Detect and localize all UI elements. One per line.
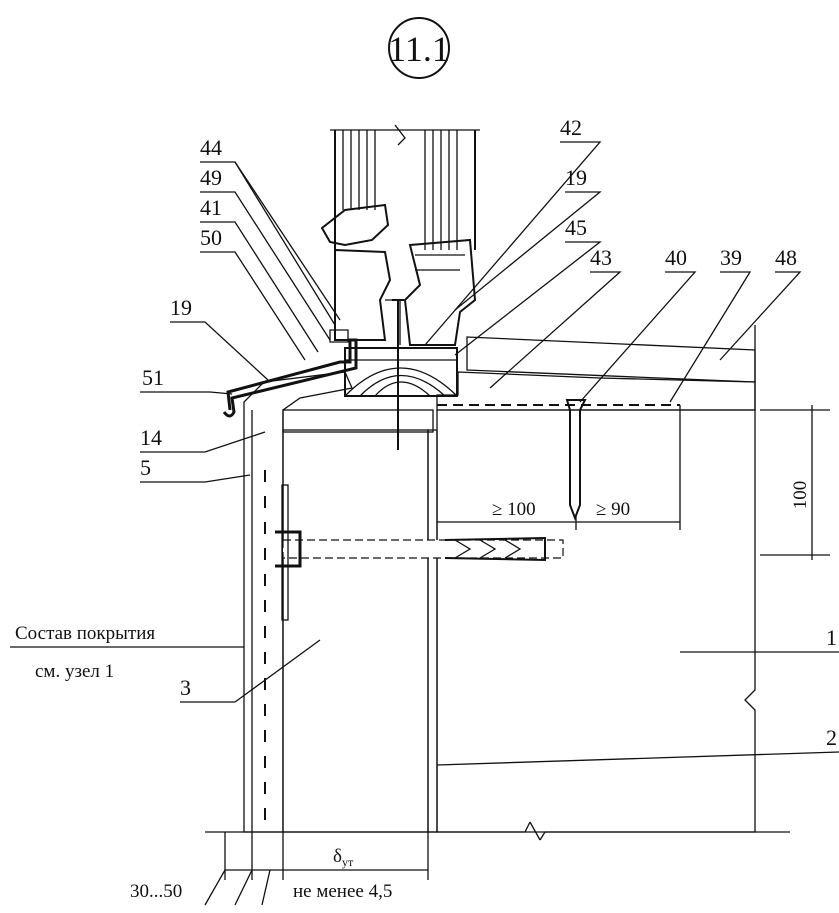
coating-note-line1: Состав покрытия [15,623,155,644]
dim-height-100: 100 [790,481,811,510]
window-sill-board [466,336,756,383]
dowel-anchor [275,484,564,621]
wall-screw [565,399,587,521]
callout-40: 40 [665,245,687,270]
timber-block [344,347,458,397]
callout-43: 43 [590,245,612,270]
coating-note-line2: см. узел 1 [35,661,114,682]
dimension-labels: ≥ 100 ≥ 90 100 δут 30...50 не менее 4,5 [130,481,811,902]
top-insulation-strip [282,409,434,433]
leader-lines [10,141,839,906]
render-layer [243,371,353,833]
callout-19-right: 19 [565,165,587,190]
dim-delta: δут [333,846,354,869]
callout-45: 45 [565,215,587,240]
callout-41: 41 [200,195,222,220]
callout-labels: 44 49 41 50 19 51 14 5 42 19 45 43 40 39… [140,115,837,750]
callout-42: 42 [560,115,582,140]
callout-1: 1 [826,625,837,650]
callout-2: 2 [826,725,837,750]
callout-48: 48 [775,245,797,270]
detail-number: 11.1 [388,29,450,69]
dim-range: 30...50 [130,881,182,902]
callout-39: 39 [720,245,742,270]
callout-3: 3 [180,675,191,700]
callout-49: 49 [200,165,222,190]
callout-5: 5 [140,455,151,480]
callout-19-left: 19 [170,295,192,320]
drip-flashing [222,329,358,418]
screed-layer [436,371,756,411]
window-frame [320,124,480,346]
adhesive-layer [427,429,438,833]
coating-note: Состав покрытия см. узел 1 [15,623,155,682]
fixing-screw [392,299,404,450]
insulation-layer [282,429,429,833]
dim-min-100: ≥ 100 [492,499,536,520]
dimension-lines [205,405,830,880]
callout-44: 44 [200,135,222,160]
detail-number-badge: 11.1 [388,17,450,79]
callout-14: 14 [140,425,162,450]
callout-50: 50 [200,225,222,250]
callout-51: 51 [142,365,164,390]
dim-min-90: ≥ 90 [596,499,630,520]
dim-min-thickness: не менее 4,5 [293,881,392,902]
